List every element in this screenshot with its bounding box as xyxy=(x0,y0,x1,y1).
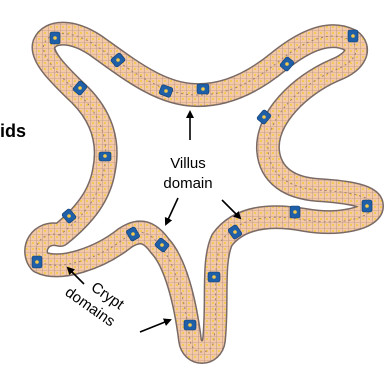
villus-label-line1: Villus xyxy=(170,155,206,172)
arrow-crypt-right xyxy=(140,320,170,332)
crypt-label: Crypt domains xyxy=(62,268,129,330)
arrow-villus-left xyxy=(166,198,178,224)
arrow-villus-right xyxy=(222,200,240,218)
partial-title-text: ids xyxy=(0,121,26,141)
villus-label-line2: domain xyxy=(163,175,212,192)
